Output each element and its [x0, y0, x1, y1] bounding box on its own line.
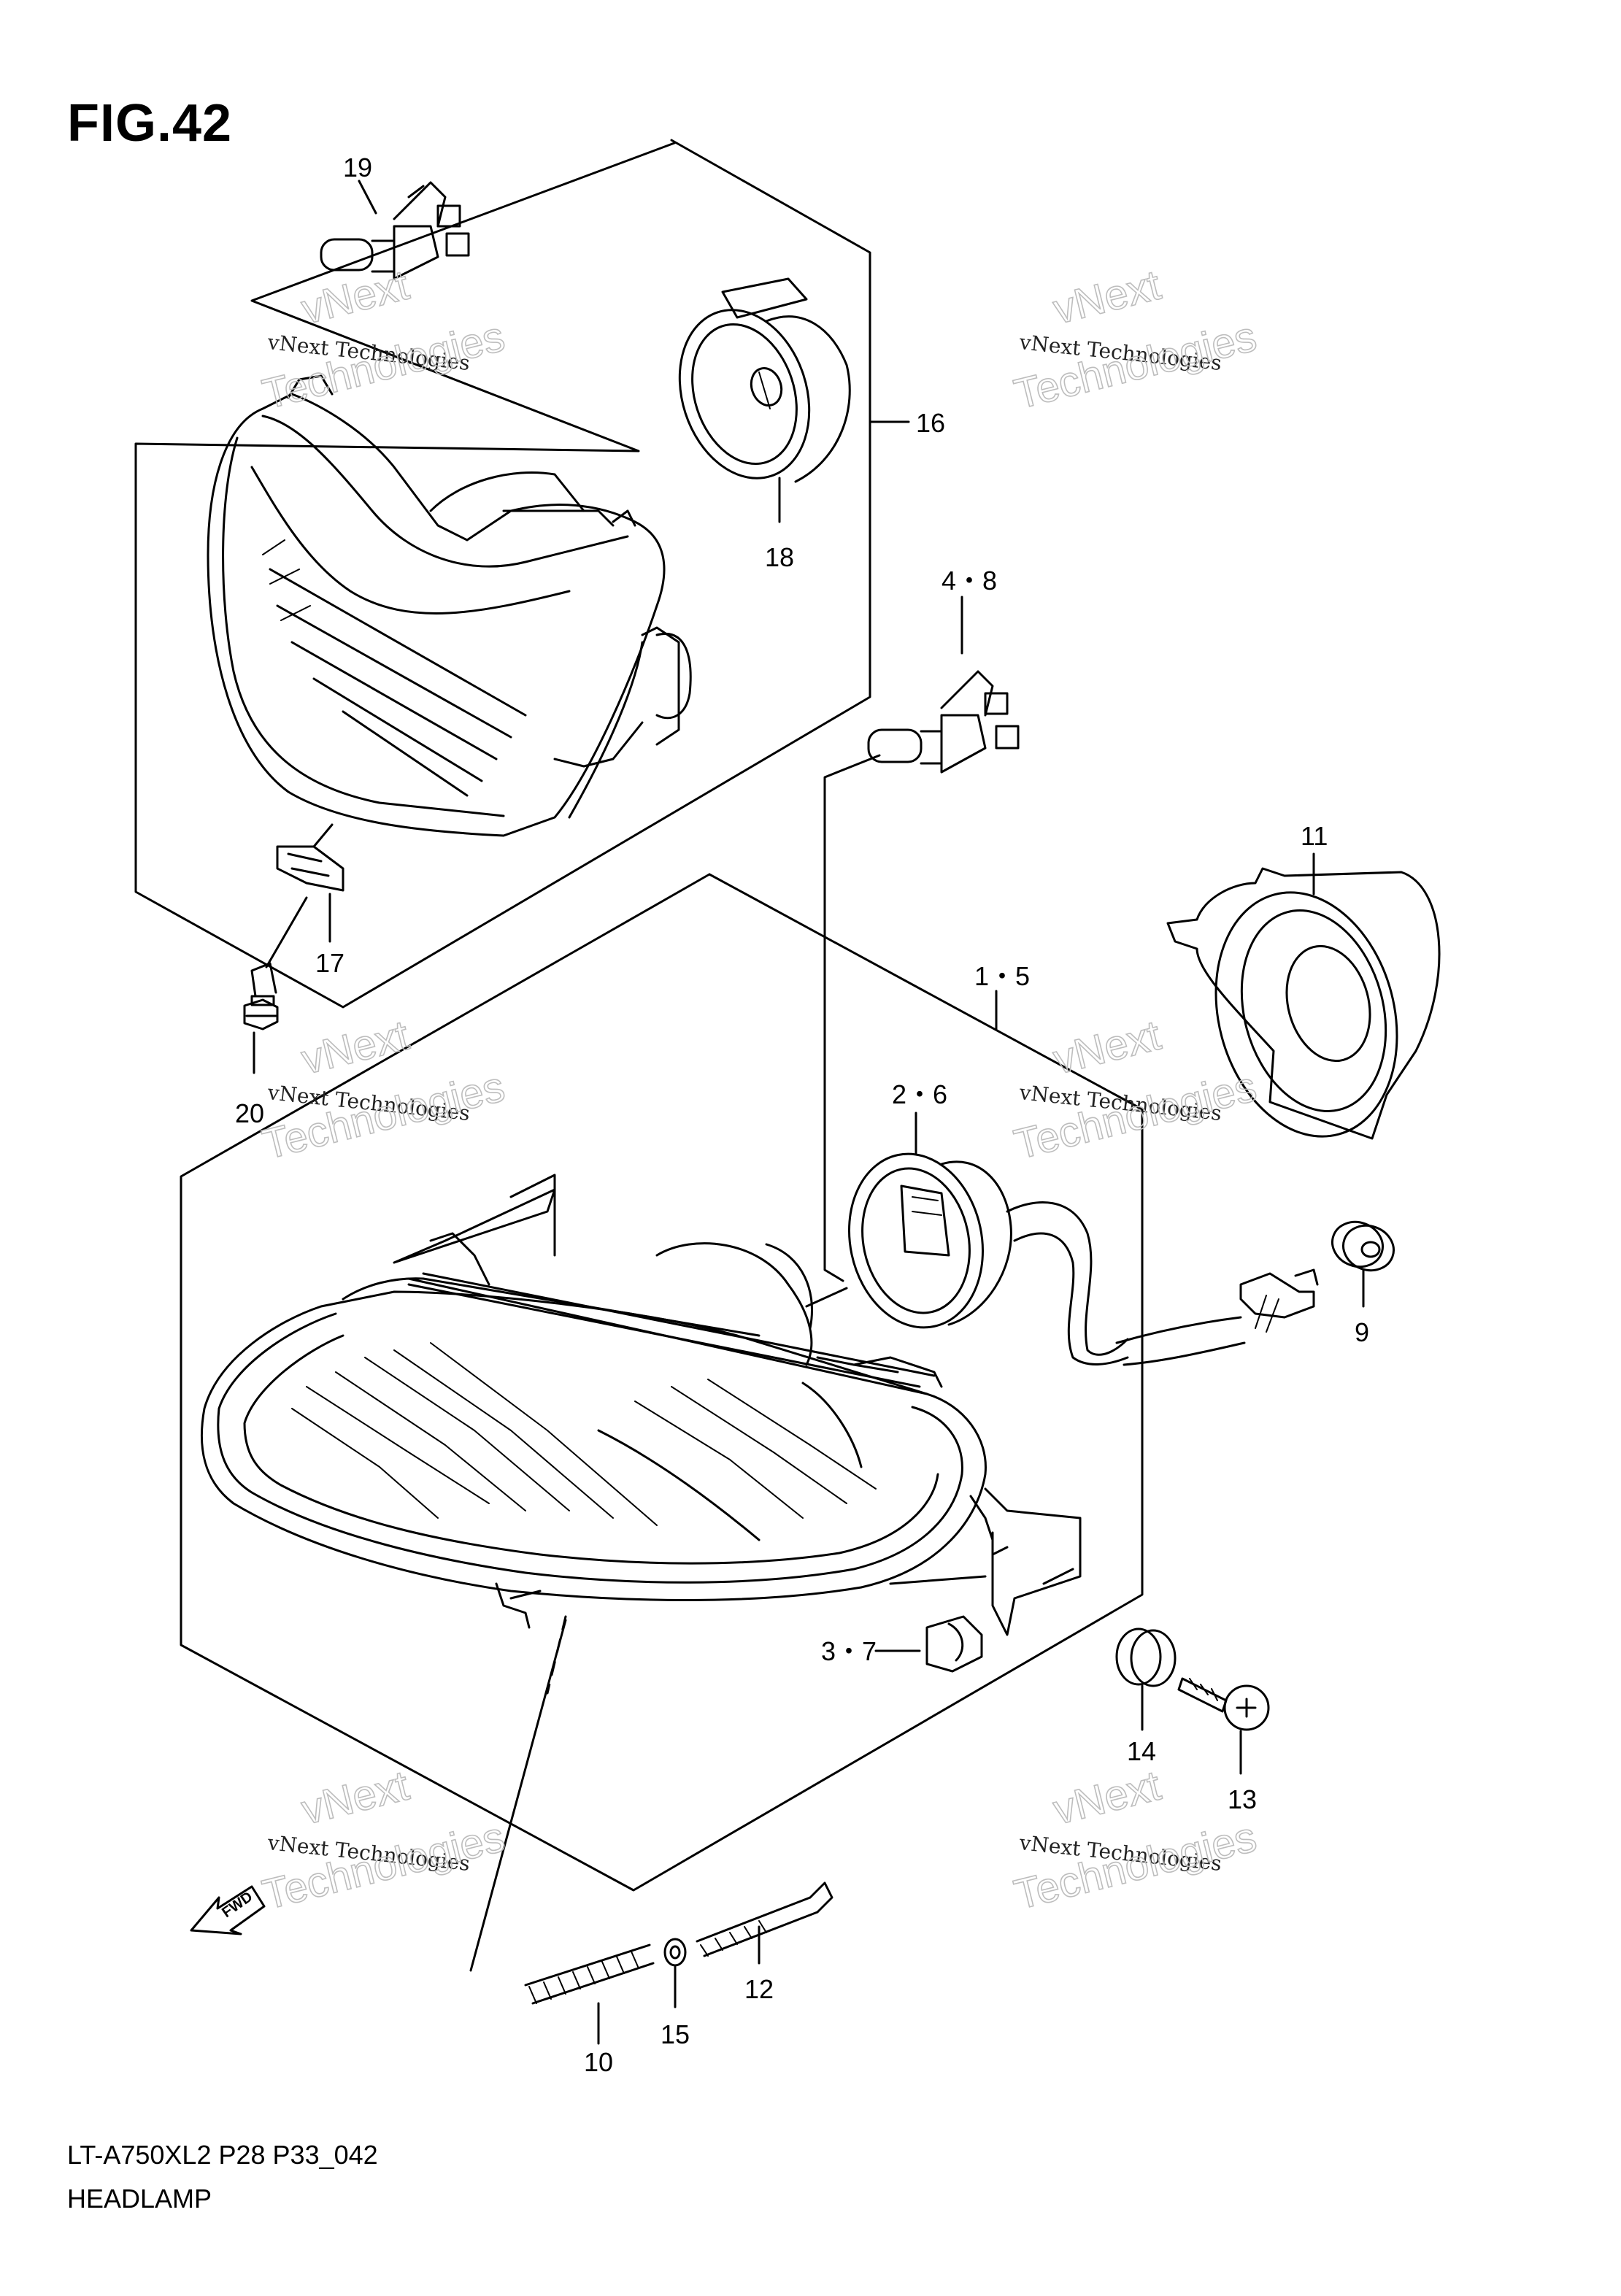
watermark-mid-right: vNext Technologies vNext Technologies: [1009, 1011, 1262, 1169]
callout-3-7: 3・7: [821, 1636, 877, 1666]
retaining-ring-11: [1166, 867, 1441, 1140]
adjust-screw-12: [696, 1881, 833, 1957]
callout-9: 9: [1355, 1317, 1369, 1347]
socket-18: [678, 277, 851, 483]
figure-title: FIG.42: [67, 94, 233, 153]
lower-headlamp: [200, 1174, 1082, 1636]
watermark-line-3: Technologies: [1009, 1813, 1260, 1919]
upper-group-bracket: [134, 139, 871, 1009]
leader-20: [265, 896, 308, 968]
watermark-top-right: vNext Technologies vNext Technologies: [1009, 261, 1262, 419]
callout-1-5: 1・5: [974, 961, 1030, 991]
fwd-arrow-icon: [190, 1885, 266, 1935]
upper-headlamp: [207, 374, 692, 837]
callout-10: 10: [584, 2047, 613, 2077]
watermark-line-3: Technologies: [258, 312, 509, 418]
callout-18: 18: [765, 542, 794, 572]
model-code: LT-A750XL2 P28 P33_042: [67, 2140, 378, 2170]
bulb-dash-leader: [823, 754, 881, 1282]
leader-17b: [312, 823, 334, 848]
callout-13: 13: [1228, 1784, 1257, 1814]
watermark-line-2: vNext: [297, 1762, 414, 1834]
callout-16: 16: [916, 408, 945, 438]
watermark-bottom-right: vNext Technologies vNext Technologies: [1009, 1761, 1262, 1919]
callout-17: 17: [315, 948, 344, 978]
callout-20: 20: [235, 1098, 264, 1128]
adjuster-leader: [469, 1619, 567, 1972]
callout-2-6: 2・6: [892, 1079, 947, 1109]
callout-15: 15: [661, 2019, 690, 2049]
bulb-19: [320, 181, 470, 280]
bolt-20: [243, 962, 279, 1030]
callout-14: 14: [1127, 1736, 1156, 1766]
leader-19: [358, 180, 377, 215]
watermark-bottom-left: vNext Technologies vNext Technologies: [258, 1761, 510, 1919]
watermark-line-2: vNext: [297, 1012, 414, 1084]
grommet-14: [1115, 1627, 1177, 1687]
watermark-line-2: vNext: [1049, 261, 1166, 334]
callout-4-8: 4・8: [942, 566, 997, 596]
watermark-line-3: Technologies: [1009, 1063, 1260, 1168]
callout-11: 11: [1301, 821, 1328, 851]
spring-10: [524, 1943, 655, 2005]
callout-19: 19: [343, 153, 372, 182]
watermark-mid-left: vNext Technologies vNext Technologies: [258, 1011, 510, 1169]
callout-12: 12: [744, 1974, 774, 2004]
screw-13: [1177, 1677, 1270, 1731]
bulb-4-8: [867, 670, 1020, 774]
watermark-line-3: Technologies: [1009, 312, 1260, 418]
grommet-9: [1331, 1220, 1395, 1272]
lower-group-bracket: [180, 873, 1144, 1892]
watermark-line-2: vNext: [1049, 1012, 1166, 1084]
watermark-line-3: Technologies: [258, 1063, 509, 1168]
watermark-line-3: Technologies: [258, 1813, 509, 1919]
watermark-line-2: vNext: [1049, 1762, 1166, 1834]
adjuster-dash: [546, 1615, 567, 1695]
clip-3-7: [925, 1615, 983, 1673]
socket-2-6: [847, 1152, 1319, 1366]
washer-15: [663, 1938, 687, 1967]
callout-labels: 19 16 18 4・8 11 17 1・5 20 2・6 9 3・7 14 1…: [235, 153, 1369, 2077]
watermark-line-2: vNext: [297, 261, 414, 334]
clip-17: [276, 845, 344, 892]
section-name: HEADLAMP: [67, 2184, 212, 2214]
